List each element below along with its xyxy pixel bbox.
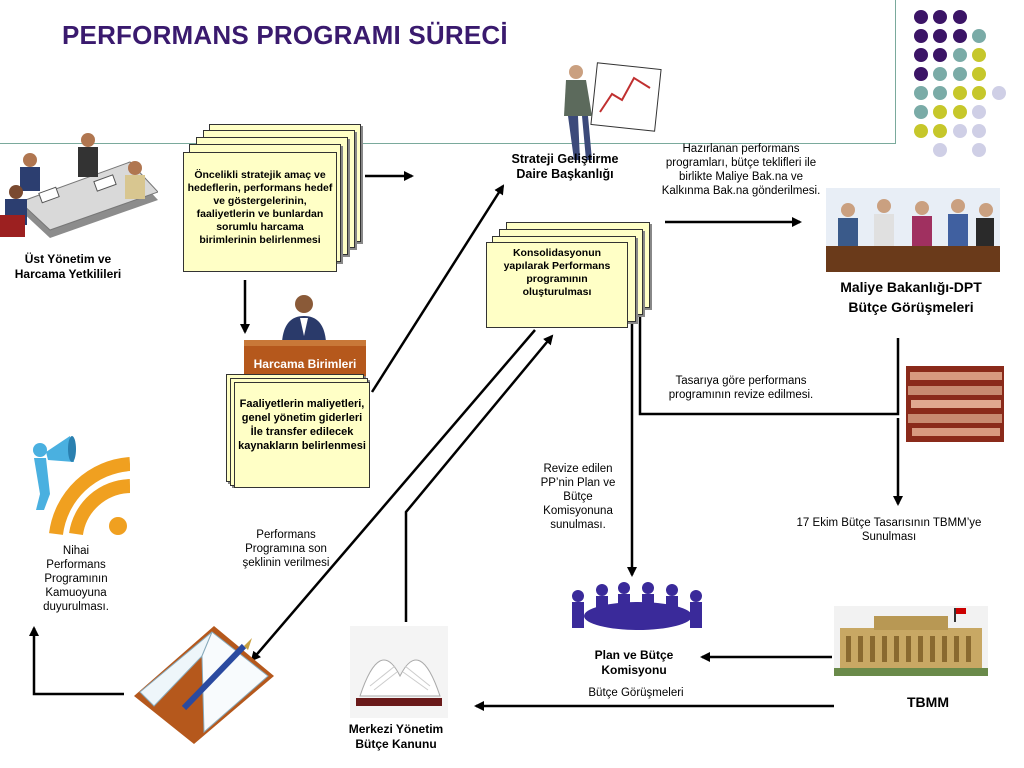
decorative-dot (972, 86, 986, 100)
tbmm-label: TBMM (907, 694, 949, 710)
decorative-dot (972, 29, 986, 43)
top-management-label: Üst Yönetim ve Harcama Yetkilileri (14, 252, 122, 281)
publish-note: Nihai Performans Programının Kamuoyuna d… (43, 545, 109, 613)
revise-note: Tasarıya göre performans programının rev… (668, 375, 814, 401)
oct17-note: 17 Ekim Bütçe Tasarısının TBMM’ye Sunulm… (796, 517, 982, 543)
decorative-dot (952, 29, 967, 43)
notebook-pen-icon (124, 616, 284, 746)
decorative-dot (933, 105, 947, 119)
arrow-costs-to-strategy (370, 184, 505, 393)
decorative-dot (933, 67, 947, 81)
decorative-dot (913, 10, 928, 24)
arrow-revise (635, 306, 900, 416)
decorative-dot (972, 67, 986, 81)
decorative-dot (952, 105, 967, 119)
decorative-dot (972, 48, 986, 62)
arrow-law-to-consolidation (404, 334, 554, 622)
revised-submission-note: Revize edilen PP’nin Plan ve Bütçe Komis… (540, 463, 616, 531)
decorative-frame (0, 0, 896, 144)
priorities-document-stack: Öncelikli stratejik amaç ve hedeflerin, … (183, 122, 363, 282)
plan-budget-label: Plan ve Bütçe Komisyonu (594, 648, 674, 677)
ministry-label: Maliye Bakanlığı-DPT Bütçe Görüşmeleri (840, 279, 982, 315)
decorative-dot (952, 124, 967, 138)
decorative-dot (952, 48, 967, 62)
books-icon (906, 366, 1004, 442)
arrow-to-publish (29, 626, 124, 696)
arrow-to-notebook (250, 329, 536, 662)
costs-doc-text: Faaliyetlerin maliyetleri, genel yönetim… (234, 382, 370, 488)
decorative-dot (913, 48, 928, 62)
decorative-dot (913, 29, 928, 43)
presenter-chart-icon (556, 60, 662, 164)
dot-grid-decoration (900, 10, 1010, 170)
decorative-dot (952, 86, 967, 100)
decorative-dot (933, 10, 947, 24)
decorative-dot (933, 29, 947, 43)
strategy-dept-label: Strateji Geliştirme Daire Başkanlığı (511, 152, 619, 181)
budget-talks-note: Bütçe Görüşmeleri (588, 687, 684, 699)
megaphone-icon (26, 424, 131, 536)
decorative-dot (913, 67, 928, 81)
sent-note: Hazırlanan performans programları, bütçe… (661, 143, 821, 197)
decorative-dot (933, 124, 947, 138)
ministry-meeting-icon (826, 188, 1000, 272)
costs-document-stack: Faaliyetlerin maliyetleri, genel yönetim… (226, 374, 376, 490)
spending-units-label: Harcama Birimleri (253, 357, 357, 371)
decorative-dot (972, 124, 986, 138)
consolidation-doc-text: Konsolidasyonun yapılarak Performans pro… (486, 242, 628, 328)
decorative-dot (952, 67, 967, 81)
speaker-person-icon (276, 292, 332, 342)
decorative-dot (913, 105, 928, 119)
decorative-dot (913, 86, 928, 100)
decorative-dot (933, 48, 947, 62)
priorities-doc-text: Öncelikli stratejik amaç ve hedeflerin, … (183, 152, 337, 272)
open-book-icon (350, 626, 448, 718)
decorative-dot (972, 105, 986, 119)
decorative-dot (972, 143, 986, 157)
decorative-dot (933, 86, 947, 100)
consolidation-document-stack: Konsolidasyonun yapılarak Performans pro… (486, 220, 656, 330)
page-title: PERFORMANS PROGRAMI SÜRECİ (62, 20, 508, 50)
commission-meeting-icon (562, 576, 714, 636)
meeting-icon (0, 130, 159, 240)
parliament-building-icon (834, 606, 988, 676)
decorative-dot (952, 10, 967, 24)
decorative-dot (991, 86, 1006, 100)
central-budget-law-label: Merkezi Yönetim Bütçe Kanunu (348, 722, 444, 751)
final-form-note: Performans Programına son şeklinin veril… (242, 529, 330, 569)
decorative-dot (913, 124, 928, 138)
decorative-dot (933, 143, 947, 157)
